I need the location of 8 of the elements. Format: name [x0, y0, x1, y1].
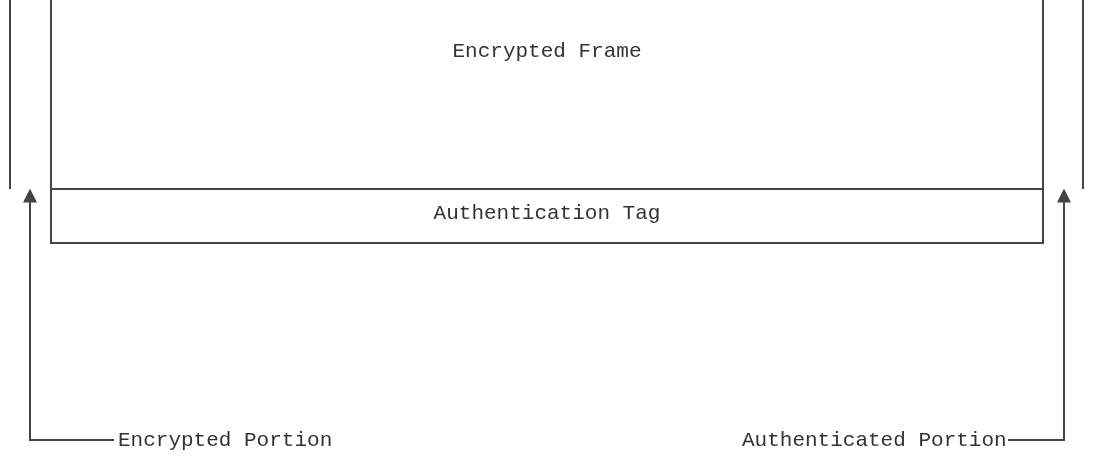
box-title: Authentication Tag	[432, 202, 662, 225]
tag-box	[50, 188, 1044, 244]
portion-label: Encrypted Portion	[118, 425, 348, 455]
frame-box	[50, 0, 1044, 190]
leader-line	[23, 188, 115, 441]
portion-label: Authenticated Portion	[742, 425, 1004, 455]
box-title: Encrypted Frame	[451, 40, 643, 63]
leader-line	[1007, 188, 1071, 441]
